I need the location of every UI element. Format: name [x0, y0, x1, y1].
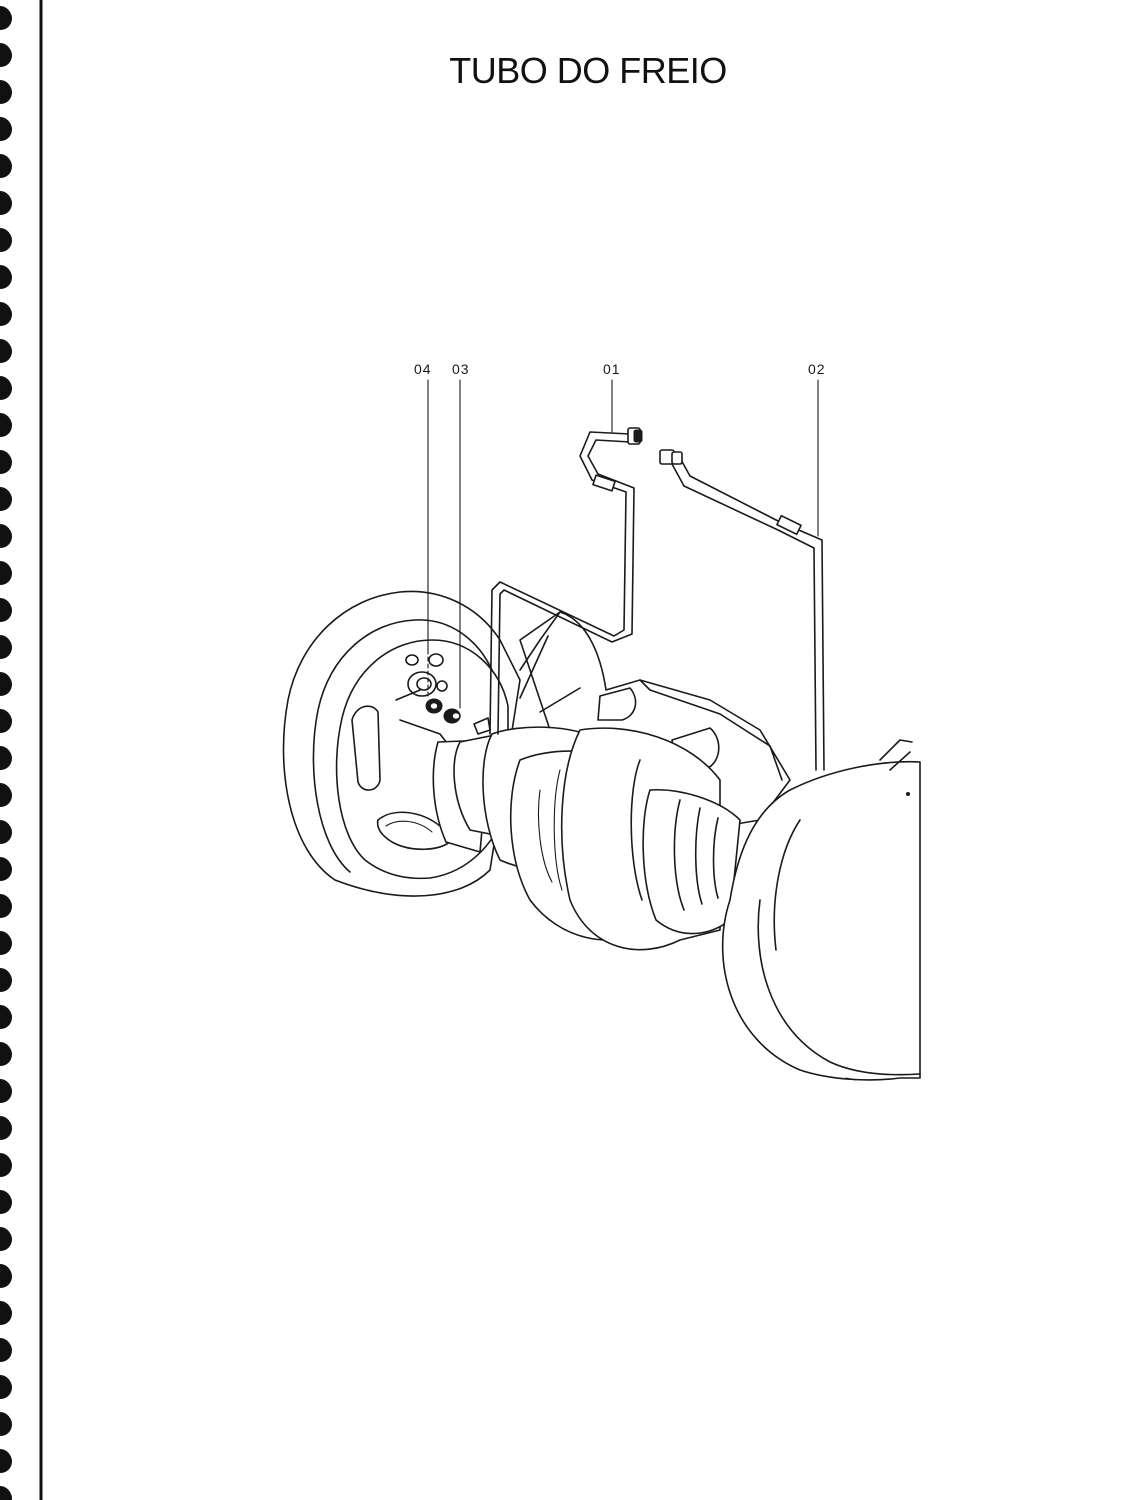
- callout-label-03: 03: [452, 361, 470, 377]
- binding-hole: [0, 339, 12, 363]
- binding-holes: [0, 6, 12, 1500]
- binding-hole: [0, 6, 12, 30]
- binding-hole: [0, 1301, 12, 1325]
- binding-hole: [0, 746, 12, 770]
- banjo-fitting-04: [425, 698, 443, 714]
- axle-housing: [453, 611, 791, 951]
- binding-hole: [0, 1116, 12, 1140]
- binding-hole: [0, 1153, 12, 1177]
- binding-hole: [0, 968, 12, 992]
- callout-label-01: 01: [603, 361, 621, 377]
- binding-hole: [0, 80, 12, 104]
- binding-hole: [0, 413, 12, 437]
- binding-hole: [0, 302, 12, 326]
- binding-hole: [0, 117, 12, 141]
- binding-hole: [0, 1190, 12, 1214]
- page-title: TUBO DO FREIO: [449, 50, 727, 91]
- binding-hole: [0, 1079, 12, 1103]
- binding-hole: [0, 1005, 12, 1029]
- binding-hole: [0, 783, 12, 807]
- binding-hole: [0, 598, 12, 622]
- binding-hole: [0, 1375, 12, 1399]
- binding-hole: [0, 1449, 12, 1473]
- callout-label-04: 04: [414, 361, 432, 377]
- binding-hole: [0, 672, 12, 696]
- binding-hole: [0, 265, 12, 289]
- binding-hole: [0, 191, 12, 215]
- brake-tube-02: [659, 449, 825, 771]
- bleeder-fitting-03: [443, 708, 491, 735]
- binding-hole: [0, 1264, 12, 1288]
- binding-hole: [0, 1486, 12, 1500]
- binding-hole: [0, 1042, 12, 1066]
- brake-tube-01: [489, 427, 643, 735]
- binding-hole: [0, 1227, 12, 1251]
- binding-hole: [0, 154, 12, 178]
- binding-hole: [0, 709, 12, 733]
- spiral-binding: [0, 0, 43, 1500]
- binding-hole: [0, 450, 12, 474]
- right-wheel-drum: [721, 739, 921, 1081]
- binding-hole: [0, 894, 12, 918]
- binding-hole: [0, 1338, 12, 1362]
- binding-hole: [0, 376, 12, 400]
- binding-hole: [0, 1412, 12, 1436]
- binding-hole: [0, 857, 12, 881]
- binding-hole: [0, 635, 12, 659]
- binding-hole: [0, 487, 12, 511]
- callout-leaders: [427, 379, 819, 709]
- binding-hole: [0, 561, 12, 585]
- binding-hole: [0, 820, 12, 844]
- binding-hole: [0, 43, 12, 67]
- binding-hole: [0, 228, 12, 252]
- binding-hole: [0, 524, 12, 548]
- binding-hole: [0, 931, 12, 955]
- callout-label-02: 02: [808, 361, 826, 377]
